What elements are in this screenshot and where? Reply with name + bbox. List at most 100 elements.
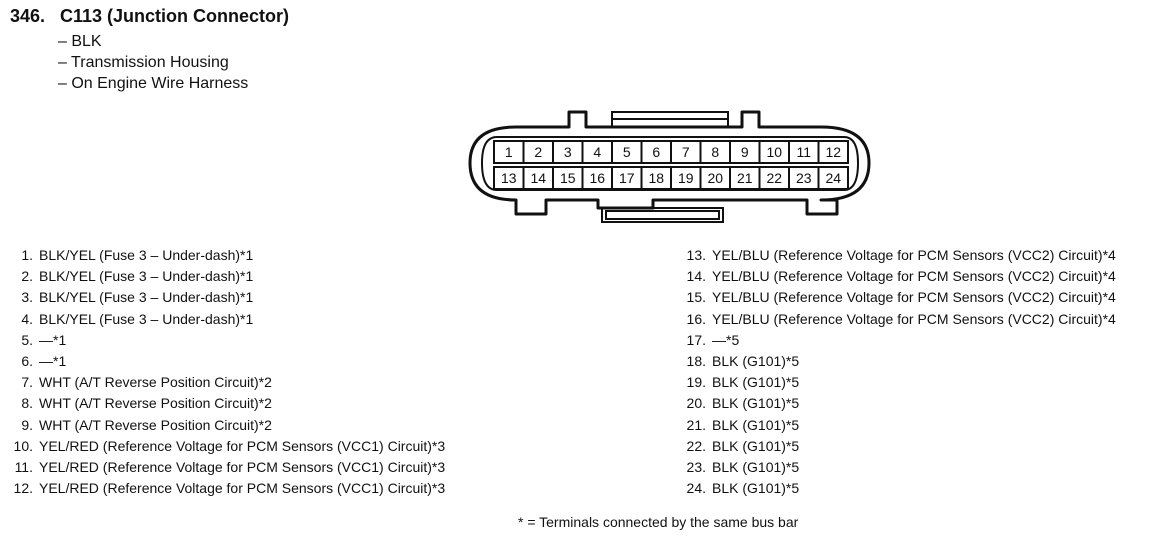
terminal-label-20: 20 <box>707 170 723 186</box>
pin-row: 3. BLK/YEL (Fuse 3 – Under-dash)*1 <box>6 287 445 308</box>
pin-number: 8. <box>21 395 33 412</box>
terminal-label-10: 10 <box>766 144 782 160</box>
pin-description: YEL/BLU (Reference Voltage for PCM Senso… <box>712 310 1116 327</box>
pin-description: YEL/BLU (Reference Voltage for PCM Senso… <box>712 247 1116 263</box>
pin-row: 10. YEL/RED (Reference Voltage for PCM Se… <box>6 436 446 457</box>
pin-number: 17. <box>686 331 706 348</box>
attribute-color: – BLK <box>58 33 102 50</box>
pin-description: BLK (G101)*5 <box>712 353 800 370</box>
pin-row: 18. BLK (G101)*5 <box>676 351 1116 372</box>
pin-number: 15. <box>686 289 706 306</box>
terminal-label-18: 18 <box>648 170 664 186</box>
connector-attributes: – BLK – Transmission Housing – On Engine… <box>58 31 248 94</box>
pin-description: WHT (A/T Reverse Position Circuit)*2 <box>39 416 272 433</box>
pin-description: —*1 <box>39 353 67 370</box>
pin-number: 21. <box>686 416 706 433</box>
pin-row: 13. YEL/BLU (Reference Voltage for PCM Se… <box>676 245 1116 266</box>
pin-number: 2. <box>21 268 33 285</box>
pin-number: 4. <box>21 310 33 327</box>
pin-number: 1. <box>21 247 33 263</box>
pin-description: YEL/RED (Reference Voltage for PCM Senso… <box>39 480 446 497</box>
terminal-label-1: 1 <box>505 144 513 160</box>
pin-number: 24. <box>686 480 706 497</box>
pin-description: BLK (G101)*5 <box>712 416 800 433</box>
terminal-label-22: 22 <box>766 170 782 186</box>
page-title: 346.C113 (Junction Connector) <box>10 6 289 27</box>
pin-row: 5. —*1 <box>6 330 445 351</box>
connector-bottom-latch <box>601 207 724 223</box>
pin-number: 5. <box>21 331 33 348</box>
pin-row: 20. BLK (G101)*5 <box>676 393 1116 414</box>
pin-description: YEL/BLU (Reference Voltage for PCM Senso… <box>712 268 1116 285</box>
pin-number: 19. <box>686 374 706 391</box>
attribute-location: – Transmission Housing <box>58 54 229 71</box>
pin-number: 20. <box>686 395 706 412</box>
pin-number: 3. <box>21 289 33 306</box>
terminal-label-5: 5 <box>623 144 631 160</box>
terminal-label-15: 15 <box>560 170 576 186</box>
terminal-label-16: 16 <box>589 170 605 186</box>
terminal-label-21: 21 <box>737 170 753 186</box>
pin-description: BLK (G101)*5 <box>712 395 800 412</box>
pin-description: —*1 <box>39 331 67 348</box>
title-text: C113 (Junction Connector) <box>60 6 290 26</box>
pin-row: 17.—*5 <box>676 330 1116 351</box>
pin-row: 2. BLK/YEL (Fuse 3 – Under-dash)*1 <box>6 266 445 287</box>
terminal-label-12: 12 <box>825 144 841 160</box>
pin-number: 12. <box>13 480 33 497</box>
terminal-label-2: 2 <box>534 144 542 160</box>
terminal-label-13: 13 <box>501 170 517 186</box>
terminal-label-11: 11 <box>796 144 811 160</box>
pin-description: BLK/YEL (Fuse 3 – Under-dash)*1 <box>39 247 254 263</box>
pin-row: 16. YEL/BLU (Reference Voltage for PCM Se… <box>676 309 1116 330</box>
pin-description: WHT (A/T Reverse Position Circuit)*2 <box>39 374 272 391</box>
connector-bottom-latch-inner <box>605 210 720 220</box>
pin-description: BLK (G101)*5 <box>712 374 800 391</box>
terminal-label-4: 4 <box>593 144 601 160</box>
pin-description: BLK/YEL (Fuse 3 – Under-dash)*1 <box>39 268 254 285</box>
pin-row: 23.BLK (G101)*5 <box>676 457 1116 478</box>
pin-number: 18. <box>686 353 706 370</box>
pin-number: 13. <box>686 247 706 263</box>
pin-description: BLK (G101)*5 <box>712 437 800 454</box>
terminal-label-19: 19 <box>678 170 694 186</box>
pin-row: 4. BLK/YEL (Fuse 3 – Under-dash)*1 <box>6 309 445 330</box>
pin-number: 9. <box>21 416 33 433</box>
pin-description: BLK/YEL (Fuse 3 – Under-dash)*1 <box>39 310 254 327</box>
connector-outer-shell <box>468 110 871 216</box>
pin-number: 16. <box>686 310 706 327</box>
terminal-label-3: 3 <box>564 144 572 160</box>
pin-number: 14. <box>686 268 706 285</box>
pin-number: 23. <box>686 459 706 476</box>
terminal-label-9: 9 <box>741 144 749 160</box>
pin-row: 15. YEL/BLU (Reference Voltage for PCM Se… <box>676 287 1116 308</box>
pin-row: 6. —*1 <box>6 351 445 372</box>
terminal-cell-12 <box>817 140 849 164</box>
terminal-cell-24 <box>817 166 849 190</box>
pin-row: 22. BLK (G101)*5 <box>676 436 1116 457</box>
terminal-label-24: 24 <box>825 170 841 186</box>
pin-row: 8.WHT (A/T Reverse Position Circuit)*2 <box>6 393 445 414</box>
pin-number: 11. <box>14 459 33 476</box>
pin-description: YEL/RED (Reference Voltage for PCM Senso… <box>39 459 446 476</box>
pin-row: 9. WHT (A/T Reverse Position Circuit)*2 <box>6 415 445 436</box>
pin-description: YEL/BLU (Reference Voltage for PCM Senso… <box>712 289 1116 306</box>
pin-number: 7. <box>21 374 33 391</box>
terminal-label-8: 8 <box>711 144 719 160</box>
pin-number: 10. <box>13 437 33 454</box>
pin-list-left: 1. BLK/YEL (Fuse 3 – Under-dash)*1 2. BLK/Y… <box>6 245 446 499</box>
pin-description: BLK (G101)*5 <box>712 480 800 497</box>
pin-row: 7. WHT (A/T Reverse Position Circuit)*2 <box>6 372 445 393</box>
pin-number: 6. <box>21 353 33 370</box>
pin-description: YEL/RED (Reference Voltage for PCM Senso… <box>39 437 446 454</box>
pin-row: 12. YEL/RED (Reference Voltage for PCM Se… <box>6 478 446 499</box>
pin-list-right: 13. YEL/BLU (Reference Voltage for PCM Se… <box>676 245 1116 499</box>
terminal-label-17: 17 <box>619 170 635 186</box>
pin-number: 22. <box>686 437 706 454</box>
pin-description: BLK/YEL (Fuse 3 – Under-dash)*1 <box>39 289 254 306</box>
terminal-label-6: 6 <box>652 144 660 160</box>
footnote: * = Terminals connected by the same bus … <box>518 514 799 530</box>
terminal-label-14: 14 <box>530 170 546 186</box>
